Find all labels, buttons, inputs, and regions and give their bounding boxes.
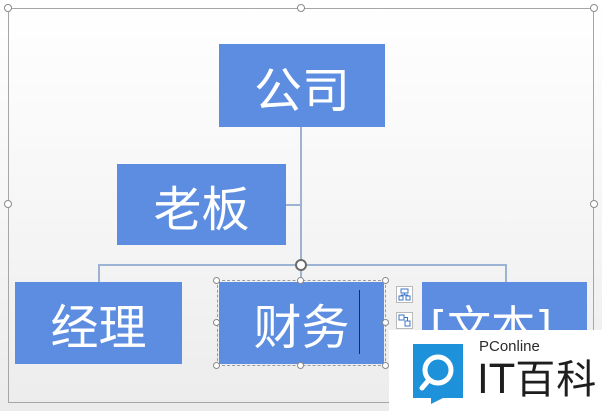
org-node-boss-label: 老板 — [153, 181, 250, 238]
resize-handle-left[interactable] — [4, 200, 12, 208]
org-node-manager-label: 经理 — [50, 300, 147, 356]
selection-outline — [217, 280, 386, 366]
watermark-site: IT百科 — [477, 357, 598, 403]
node-handle-bottom-left[interactable] — [213, 362, 220, 369]
search-logo-icon — [413, 344, 463, 404]
watermark-panel: PConline IT百科 — [389, 330, 602, 411]
org-node-company[interactable]: 公司 — [219, 44, 385, 127]
node-handle-left[interactable] — [213, 319, 220, 326]
org-node-company-label: 公司 — [253, 62, 350, 119]
node-handle-bottom[interactable] — [297, 362, 304, 369]
connector-drop-finance — [300, 264, 302, 282]
layout-wrap-button[interactable] — [396, 312, 413, 329]
layout-wrap-icon — [398, 314, 411, 327]
org-node-finance[interactable]: 财务 — [219, 282, 384, 364]
node-handle-top[interactable] — [297, 277, 304, 284]
connector-vertical — [300, 127, 302, 266]
text-cursor — [359, 290, 360, 354]
org-node-boss[interactable]: 老板 — [117, 164, 286, 245]
resize-handle-top[interactable] — [297, 4, 305, 12]
connector-drop-manager — [98, 264, 100, 282]
resize-handle-right[interactable] — [590, 200, 598, 208]
connector-drop-placeholder — [505, 264, 507, 282]
org-node-manager[interactable]: 经理 — [15, 282, 182, 364]
resize-handle-top-right[interactable] — [590, 4, 598, 12]
node-handle-top-right[interactable] — [382, 277, 389, 284]
watermark-brand: PConline — [479, 338, 540, 355]
layout-options-button[interactable] — [396, 286, 413, 303]
org-node-finance-label: 财务 — [253, 300, 350, 356]
connector-assistant — [286, 204, 300, 206]
node-handle-right[interactable] — [382, 319, 389, 326]
node-handle-bottom-right[interactable] — [382, 362, 389, 369]
resize-handle-top-left[interactable] — [4, 4, 12, 12]
node-handle-top-left[interactable] — [213, 277, 220, 284]
rotate-handle[interactable] — [295, 259, 307, 271]
layout-options-icon — [398, 288, 411, 301]
